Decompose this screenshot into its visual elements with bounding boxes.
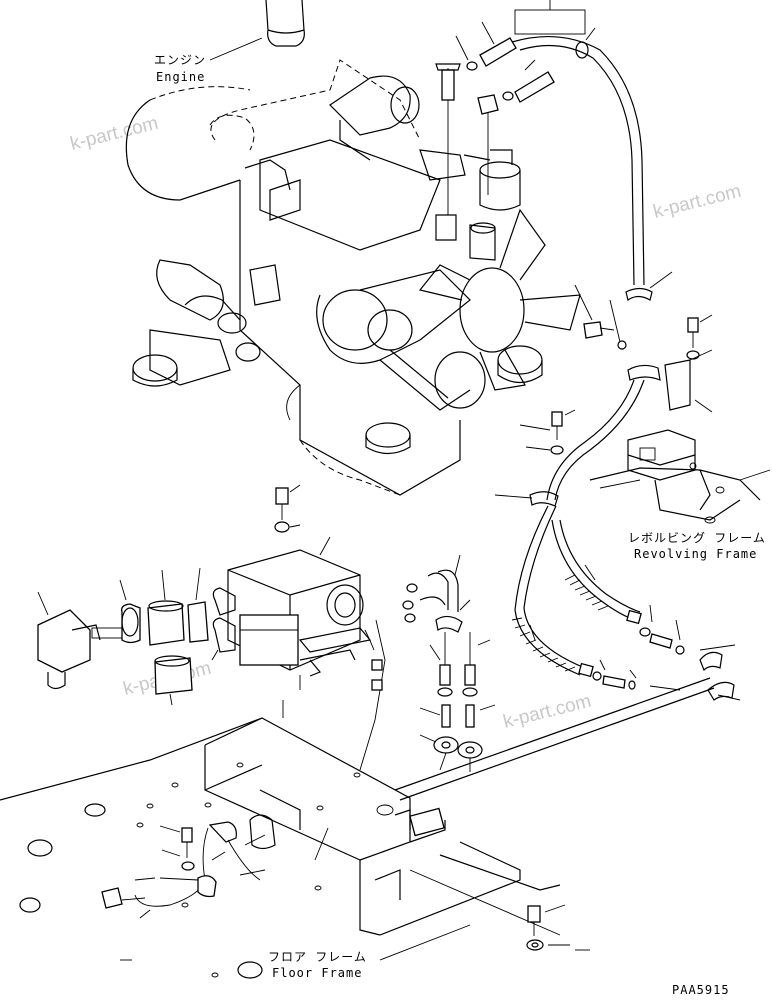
watermark-4: k-part.com xyxy=(501,691,593,733)
revolving-label-ja: レボルビング フレーム xyxy=(628,531,766,545)
heater-hoses xyxy=(359,554,496,772)
bolt-mid-upper xyxy=(494,409,576,507)
top-hoses xyxy=(455,0,645,286)
engine-label-ja: エンジン xyxy=(154,53,206,67)
engine-label: エンジン Engine xyxy=(154,37,263,84)
duct-parts-left xyxy=(37,567,219,706)
engine-assembly xyxy=(125,0,581,496)
bolt-bottom-right xyxy=(526,904,590,951)
revolving-label-en: Revolving Frame xyxy=(634,547,757,561)
watermark-1: k-part.com xyxy=(68,113,160,155)
fuel-filter-group xyxy=(435,63,521,261)
watermark-2: k-part.com xyxy=(651,181,743,223)
floor-frame: フロア フレーム Floor Frame xyxy=(0,717,561,980)
heater-unit xyxy=(212,484,372,718)
lower-hoses xyxy=(394,505,741,801)
revolving-frame: レボルビング フレーム Revolving Frame xyxy=(589,429,771,561)
hose-clamps-right xyxy=(546,271,713,501)
drawing-code: PAA5915 xyxy=(672,983,730,997)
floor-label-en: Floor Frame xyxy=(272,966,362,980)
floor-label-ja: フロア フレーム xyxy=(268,950,367,964)
engine-label-en: Engine xyxy=(156,70,205,84)
wire-harness xyxy=(101,821,266,961)
